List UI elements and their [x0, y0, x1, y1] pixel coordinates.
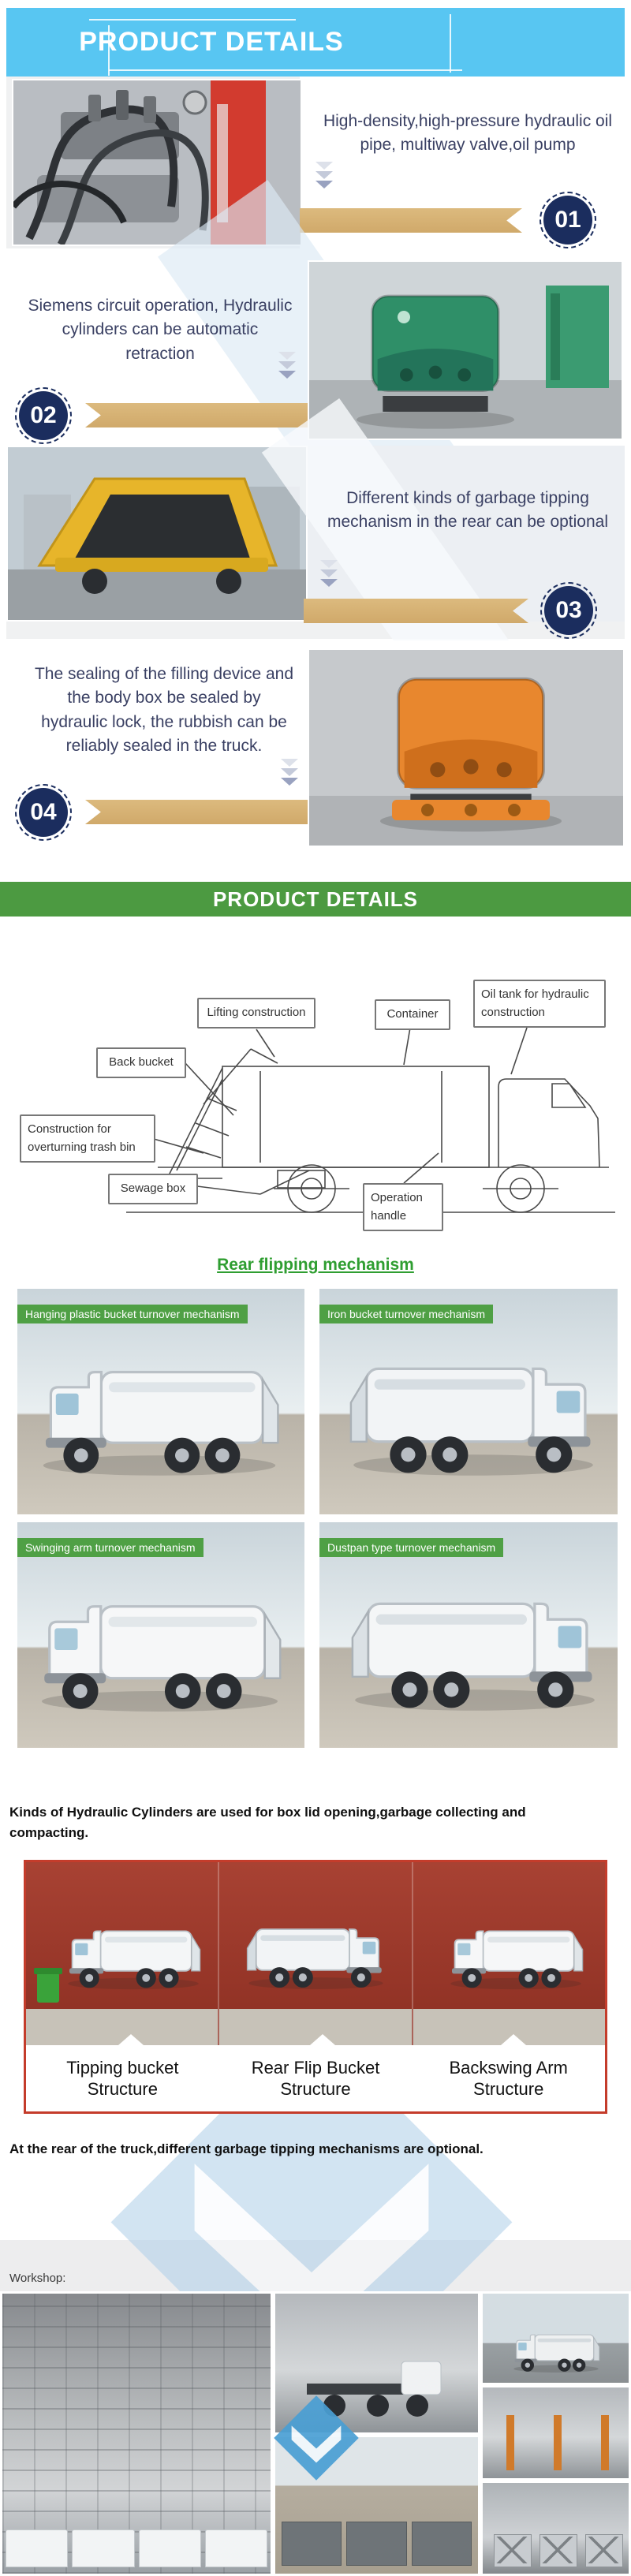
feature-4-text: The sealing of the filling device and th… [34, 665, 294, 756]
photo-hanging-plastic-bucket: Hanging plastic bucket turnover mechanis… [16, 1287, 306, 1516]
step-badge-02: 02 [15, 387, 72, 444]
photo-backswing-arm-structure [413, 1862, 605, 2045]
step-badge-04: 04 [15, 784, 72, 841]
photo-hydraulic-parts [12, 79, 302, 246]
diagram-label-oil-tank: Oil tank for hydraulic construction [473, 980, 606, 1028]
photo-scissor-lifts [480, 2481, 631, 2576]
ribbon-accent [85, 800, 309, 824]
photo-yellow-skip-truck [6, 446, 308, 622]
truck-line-drawing [126, 1027, 615, 1213]
mechanism-caption: Iron bucket turnover mechanism [319, 1305, 493, 1323]
photo-chassis-workshop [273, 2291, 480, 2435]
truck-diagram: Lifting construction Container Oil tank … [0, 917, 631, 1248]
photo-tipping-bucket-structure [26, 1862, 220, 2045]
container-row [282, 2522, 472, 2566]
step-badge-03: 03 [540, 582, 597, 639]
tipping-note-text: At the rear of the truck,different garba… [9, 2141, 484, 2156]
feature-section-1: High-density,high-pressure hydraulic oil… [6, 77, 625, 248]
photo-workshop-assembly-hall [0, 2291, 273, 2576]
structure-caption-backswing-arm: Backswing Arm Structure [449, 2057, 568, 2100]
photo-dustpan-type: Dustpan type turnover mechanism [318, 1521, 619, 1749]
diagram-label-container: Container [375, 999, 450, 1030]
diagram-label-back-bucket: Back bucket [96, 1047, 186, 1078]
mechanism-caption: Dustpan type turnover mechanism [319, 1538, 504, 1557]
lift-post [554, 2415, 562, 2470]
mechanism-caption: Swinging arm turnover mechanism [17, 1538, 203, 1557]
green-banner: PRODUCT DETAILS [0, 882, 631, 917]
structure-caption-rear-flip-bucket: Rear Flip Bucket Structure [251, 2057, 380, 2100]
rear-flipping-heading: Rear flipping mechanism [217, 1256, 414, 1274]
feature-1-text: High-density,high-pressure hydraulic oil… [323, 112, 613, 155]
structures-captions: Tipping bucket Structure Rear Flip Bucke… [26, 2034, 605, 2111]
feature-3-text: Different kinds of garbage tipping mecha… [327, 489, 609, 532]
chevron-down-icon [316, 162, 333, 189]
cylinders-intro-text: Kinds of Hydraulic Cylinders are used fo… [9, 1805, 526, 1841]
structure-caption-tipping-bucket: Tipping bucket Structure [66, 2057, 179, 2100]
step-badge-01: 01 [540, 192, 596, 248]
diagram-label-operation-handle: Operation handle [363, 1183, 443, 1231]
scissor-lift [585, 2534, 623, 2567]
chevron-down-icon [278, 352, 296, 379]
mechanism-caption: Hanging plastic bucket turnover mechanis… [17, 1305, 248, 1323]
photo-skip-truck-street [480, 2291, 631, 2385]
structures-photos [26, 1862, 605, 2045]
feature-2-text: Siemens circuit operation, Hydraulic cyl… [28, 297, 293, 363]
photo-rear-flip-bucket-structure [219, 1862, 413, 2045]
photo-orange-rear-hopper [308, 648, 625, 847]
workshop-label: Workshop: [9, 2272, 66, 2285]
photo-iron-bucket: Iron bucket turnover mechanism [318, 1287, 619, 1516]
feature-section-3: Different kinds of garbage tipping mecha… [6, 398, 625, 699]
photo-workshop-lifts [480, 2385, 631, 2481]
banner-deco-line [109, 69, 462, 71]
banner-deco-line [108, 25, 110, 76]
section-title: PRODUCT DETAILS [212, 887, 419, 911]
feature-section-2: Siemens circuit operation, Hydraulic cyl… [6, 180, 625, 535]
diagram-label-lifting-construction: Lifting construction [197, 998, 316, 1029]
banner-deco-line [450, 14, 451, 73]
structures-box: Tipping bucket Structure Rear Flip Bucke… [24, 1860, 607, 2114]
photo-green-compactor [308, 260, 623, 440]
ribbon-accent [300, 208, 522, 233]
chevron-down-icon [281, 759, 298, 786]
banner-deco-line [89, 19, 296, 21]
feature-section-4: The sealing of the filling device and th… [6, 640, 625, 868]
pointer-up-icon [500, 2034, 526, 2045]
truck-cab-row [6, 2529, 267, 2567]
scissor-lift [540, 2534, 577, 2567]
ribbon-accent [85, 403, 309, 427]
diagram-label-overturning-construction: Construction for overturning trash bin [20, 1114, 155, 1163]
photo-container-yard [273, 2435, 480, 2576]
photo-swinging-arm: Swinging arm turnover mechanism [16, 1521, 306, 1749]
lift-post [601, 2415, 609, 2470]
page-title: PRODUCT DETAILS [79, 27, 344, 57]
pointer-up-icon [118, 2034, 144, 2045]
lift-post [506, 2415, 514, 2470]
green-bin-icon [34, 1968, 62, 2003]
ribbon-accent [304, 599, 528, 623]
pointer-up-icon [309, 2034, 335, 2045]
diagram-label-sewage-box: Sewage box [108, 1174, 198, 1204]
chevron-down-icon [320, 560, 338, 587]
scissor-lift [494, 2534, 532, 2567]
top-banner: PRODUCT DETAILS [6, 8, 625, 77]
